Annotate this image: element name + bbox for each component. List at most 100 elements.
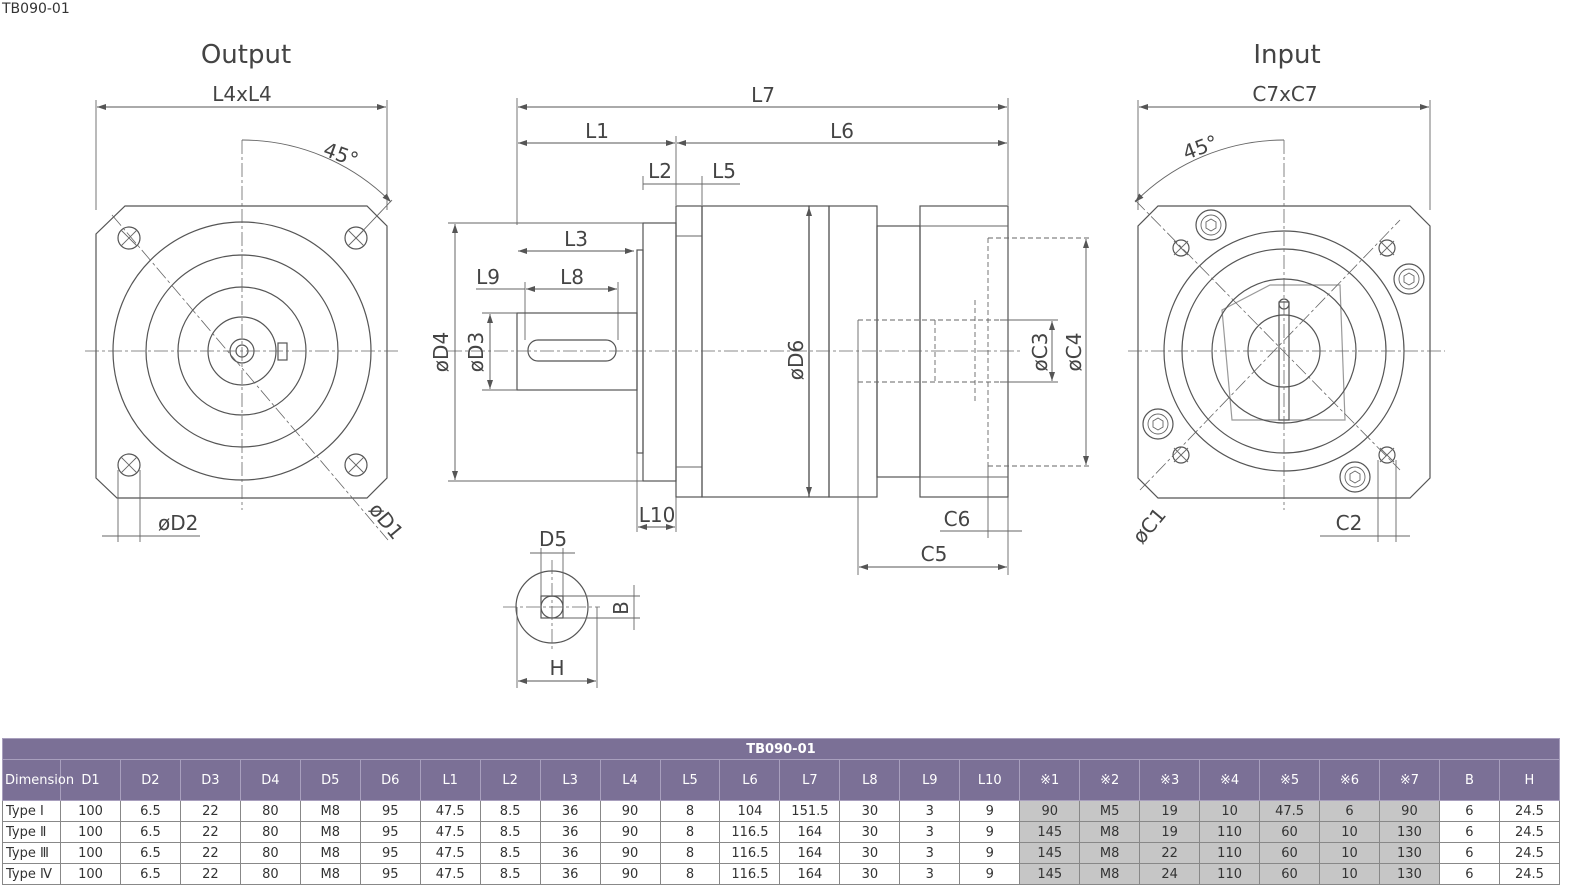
column-header: L4 — [599, 759, 661, 801]
dim-d1: øD1 — [364, 498, 408, 544]
row-type-label: Type Ⅳ — [2, 863, 61, 885]
row-type-label: Type Ⅲ — [2, 842, 61, 864]
input-title: Input — [1253, 40, 1320, 70]
table-cell: 8 — [659, 800, 721, 822]
mount-hole — [1378, 239, 1396, 257]
table-cell: 104 — [719, 800, 781, 822]
table-cell: 47.5 — [419, 863, 481, 885]
table-cell: 80 — [239, 842, 301, 864]
table-cell: 100 — [60, 863, 121, 885]
table-cell: 47.5 — [419, 842, 481, 864]
table-cell: 10 — [1319, 821, 1380, 843]
table-cell: 110 — [1199, 863, 1261, 885]
mount-hole — [117, 453, 141, 477]
table-cell: 6.5 — [119, 842, 181, 864]
table-cell: M5 — [1079, 800, 1141, 822]
table-cell: 80 — [239, 821, 301, 843]
table-cell: 9 — [959, 863, 1021, 885]
table-cell: 116.5 — [719, 842, 781, 864]
dim-b: B — [609, 601, 633, 615]
dim-l6: L6 — [830, 119, 854, 143]
table-cell: 116.5 — [719, 821, 781, 843]
socket-screw-icon — [1393, 263, 1425, 295]
table-cell: 95 — [359, 842, 421, 864]
socket-screw-icon — [1339, 461, 1371, 493]
table-cell: 30 — [839, 821, 901, 843]
dim-d5: D5 — [539, 527, 567, 551]
column-header: ※3 — [1139, 759, 1201, 801]
table-cell: 9 — [959, 821, 1021, 843]
angle-input: 45° — [1180, 130, 1222, 165]
column-header: D6 — [359, 759, 421, 801]
table-cell: 8 — [659, 863, 721, 885]
table-cell: 36 — [539, 821, 601, 843]
socket-screw-icon — [1195, 209, 1227, 241]
table-cell: 6 — [1438, 821, 1500, 843]
table-cell: 10 — [1319, 863, 1380, 885]
table-cell: 24.5 — [1498, 821, 1560, 843]
column-header: ※1 — [1019, 759, 1081, 801]
table-cell: 145 — [1019, 842, 1081, 864]
table-cell: 90 — [1378, 800, 1440, 822]
table-cell: 6.5 — [119, 821, 181, 843]
table-cell: 6.5 — [119, 863, 181, 885]
dim-l7: L7 — [751, 83, 775, 107]
table-cell: 164 — [779, 821, 841, 843]
column-header: ※5 — [1259, 759, 1321, 801]
table-cell: 10 — [1319, 842, 1380, 864]
column-header: H — [1498, 759, 1560, 801]
table-cell: 47.5 — [419, 800, 481, 822]
dim-d6: øD6 — [784, 340, 808, 380]
column-header: L9 — [899, 759, 961, 801]
dim-l1: L1 — [585, 119, 609, 143]
table-cell: M8 — [1079, 821, 1141, 843]
dim-c4: øC4 — [1062, 333, 1086, 372]
column-header: D3 — [179, 759, 241, 801]
table-cell: 130 — [1378, 821, 1440, 843]
table-cell: 24 — [1139, 863, 1201, 885]
dimension-header: Dimension — [2, 759, 74, 801]
table-cell: 116.5 — [719, 863, 781, 885]
table-cell: 95 — [359, 800, 421, 822]
table-cell: 90 — [1019, 800, 1081, 822]
column-header: D5 — [299, 759, 361, 801]
output-view: Output L4xL4 — [85, 40, 409, 544]
column-header: L6 — [719, 759, 781, 801]
column-header: B — [1438, 759, 1500, 801]
dim-l2: L2 — [648, 159, 672, 183]
socket-screw-icon — [1142, 408, 1174, 440]
table-cell: 19 — [1139, 800, 1201, 822]
table-cell: 8 — [659, 842, 721, 864]
mount-hole — [117, 226, 141, 250]
table-cell: 110 — [1199, 842, 1261, 864]
table-cell: 80 — [239, 800, 301, 822]
table-cell: 90 — [599, 800, 661, 822]
dim-l5: L5 — [712, 159, 736, 183]
column-header: ※4 — [1199, 759, 1261, 801]
table-cell: 22 — [179, 800, 241, 822]
output-title: Output — [201, 40, 291, 70]
dim-l4xl4: L4xL4 — [212, 82, 272, 106]
table-cell: 100 — [60, 842, 121, 864]
column-header: L5 — [659, 759, 721, 801]
angle-output: 45° — [320, 137, 362, 172]
table-cell: 36 — [539, 863, 601, 885]
table-cell: 22 — [179, 863, 241, 885]
column-header: L10 — [959, 759, 1021, 801]
model-code-label: TB090-01 — [2, 1, 70, 17]
table-cell: 30 — [839, 842, 901, 864]
table-cell: 6 — [1438, 842, 1500, 864]
table-cell: M8 — [299, 821, 361, 843]
table-cell: 110 — [1199, 821, 1261, 843]
row-type-label: Type Ⅱ — [2, 821, 61, 843]
dim-d2: øD2 — [158, 511, 198, 535]
table-cell: 6 — [1438, 863, 1500, 885]
table-cell: 3 — [899, 842, 961, 864]
table-cell: 8.5 — [479, 842, 541, 864]
table-cell: 6 — [1438, 800, 1500, 822]
table-cell: M8 — [299, 800, 361, 822]
table-cell: 95 — [359, 863, 421, 885]
table-cell: 60 — [1259, 821, 1321, 843]
side-view: L7 L1 L6 L2 L5 L3 L9 L8 — [429, 83, 1090, 575]
